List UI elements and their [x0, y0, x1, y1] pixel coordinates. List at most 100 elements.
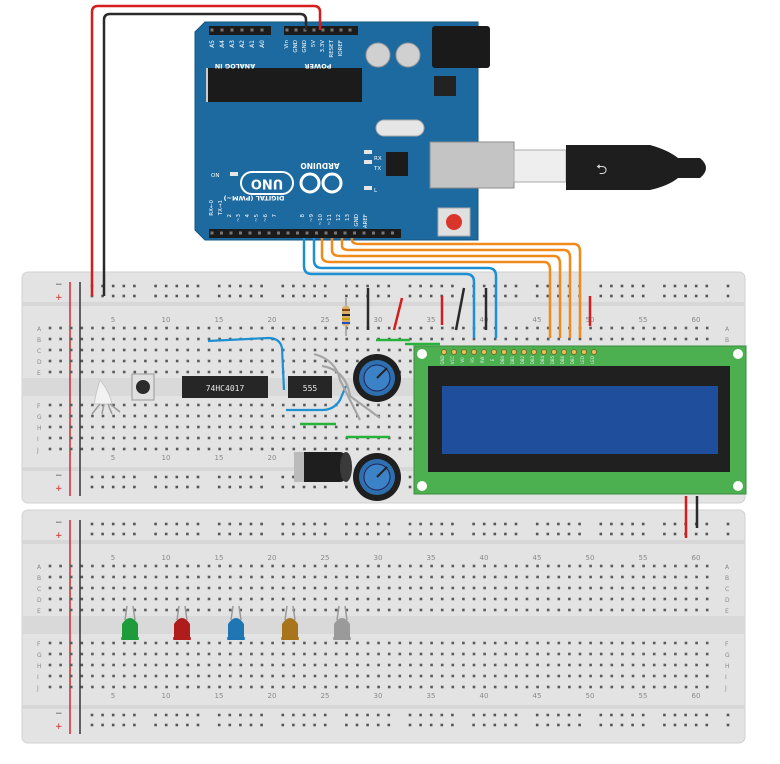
header-pin[interactable]	[220, 231, 223, 235]
breadboard-hole	[207, 348, 211, 352]
header-pin[interactable]	[353, 231, 356, 235]
header-pin[interactable]	[240, 28, 244, 32]
breadboard-hole	[334, 608, 338, 612]
lcd-pin[interactable]	[561, 349, 567, 355]
row-letter: B	[725, 337, 729, 344]
ic-555[interactable]: 555	[288, 376, 332, 398]
header-pin[interactable]	[362, 231, 366, 235]
lcd-pin[interactable]	[461, 349, 467, 355]
ic-74hc4017[interactable]: 74HC4017	[182, 376, 268, 398]
header-pin[interactable]	[260, 28, 264, 32]
header-pin[interactable]	[315, 231, 318, 235]
lcd-pin-label: V0	[460, 357, 465, 363]
potentiometer-top[interactable]	[353, 354, 401, 402]
header-pin[interactable]	[258, 231, 261, 235]
lcd-pin[interactable]	[571, 349, 577, 355]
electrolytic-capacitor[interactable]	[294, 452, 352, 482]
wire-d11-orange[interactable]	[330, 238, 562, 338]
potentiometer-bottom[interactable]	[353, 453, 401, 501]
rail-hole	[249, 532, 253, 536]
jumper-gray[interactable]	[313, 352, 361, 421]
lcd-pin[interactable]	[551, 349, 557, 355]
wire-d12-orange[interactable]	[340, 238, 572, 338]
lcd-pin[interactable]	[451, 349, 457, 355]
header-pin[interactable]	[330, 28, 334, 32]
lcd-pin[interactable]	[481, 349, 487, 355]
header-pin[interactable]	[229, 231, 233, 235]
header-pin[interactable]	[286, 231, 290, 235]
header-pin[interactable]	[372, 231, 375, 235]
header-pin[interactable]	[339, 28, 343, 32]
header-pin[interactable]	[391, 231, 394, 235]
header-pin[interactable]	[305, 231, 309, 235]
wire-gnd-black[interactable]	[102, 12, 308, 296]
lcd-pin[interactable]	[511, 349, 517, 355]
jumper-black[interactable]	[454, 287, 466, 331]
lcd-pin[interactable]	[591, 349, 597, 355]
header-pin[interactable]	[348, 28, 352, 32]
lcd-pin[interactable]	[441, 349, 447, 355]
header-pin[interactable]	[312, 28, 316, 32]
header-pin[interactable]	[248, 231, 252, 235]
led[interactable]	[227, 605, 245, 640]
breadboard-hole	[154, 403, 158, 407]
wire-d9-blue[interactable]	[312, 238, 498, 338]
rail-hole	[111, 485, 115, 489]
breadboard-hole	[324, 685, 327, 689]
breadboard-hole	[631, 597, 635, 601]
wire-5v-red[interactable]	[90, 4, 322, 296]
breadboard-hole	[112, 414, 115, 418]
lcd-16x2[interactable]: GND VCC V0 RS RW E DB0 DB1 DB2 DB3 DB4 D…	[413, 345, 747, 495]
rgb-led[interactable]	[91, 378, 121, 415]
wire-d10-orange[interactable]	[320, 238, 552, 338]
header-pin[interactable]	[250, 28, 254, 32]
header-pin[interactable]	[321, 28, 325, 32]
lcd-pin[interactable]	[531, 349, 537, 355]
lcd-pin[interactable]	[471, 349, 477, 355]
push-button[interactable]	[131, 373, 155, 401]
lcd-pin[interactable]	[521, 349, 527, 355]
breadboard-hole	[504, 685, 508, 689]
breadboard-hole	[112, 447, 115, 451]
rail-hole	[641, 723, 645, 727]
resistor[interactable]	[342, 298, 350, 336]
header-pin[interactable]	[239, 231, 242, 235]
header-pin[interactable]	[285, 28, 289, 32]
header-pin[interactable]	[210, 28, 214, 32]
breadboard-hole	[419, 564, 423, 568]
lcd-pin[interactable]	[581, 349, 587, 355]
header-pin[interactable]	[294, 28, 298, 32]
header-pin[interactable]	[267, 231, 271, 235]
led[interactable]	[333, 605, 351, 640]
breadboard-hole	[281, 674, 285, 678]
led[interactable]	[281, 605, 299, 640]
lcd-pin[interactable]	[541, 349, 547, 355]
breadboard-hole	[154, 326, 158, 330]
led[interactable]	[173, 605, 191, 640]
arduino-uno-board[interactable]: ⮌ ANALOG IN POWER DIGITAL (PWM~)	[194, 21, 706, 241]
wire-d13-orange[interactable]	[350, 238, 582, 338]
lcd-pin[interactable]	[491, 349, 497, 355]
led[interactable]	[121, 605, 139, 640]
jumper-gray[interactable]	[321, 364, 381, 419]
breadboard-hole	[281, 414, 285, 418]
breadboard-hole	[525, 663, 529, 667]
jumper-red[interactable]	[392, 297, 404, 331]
jumper-blue[interactable]	[286, 385, 348, 412]
reset-button-cap[interactable]	[446, 214, 462, 230]
header-pin[interactable]	[277, 231, 280, 235]
header-pin[interactable]	[334, 231, 337, 235]
header-pin[interactable]	[381, 231, 385, 235]
header-pin[interactable]	[343, 231, 347, 235]
header-pin[interactable]	[210, 231, 214, 235]
wire-d8-blue[interactable]	[302, 238, 476, 338]
rail-hole	[684, 294, 687, 298]
header-pin[interactable]	[296, 231, 299, 235]
header-pin[interactable]	[324, 231, 328, 235]
header-pin[interactable]	[230, 28, 234, 32]
breadboard-hole	[684, 652, 688, 656]
lcd-pin[interactable]	[501, 349, 507, 355]
header-pin[interactable]	[220, 28, 224, 32]
jumper-blue[interactable]	[207, 336, 286, 391]
rail-hole	[429, 284, 433, 288]
